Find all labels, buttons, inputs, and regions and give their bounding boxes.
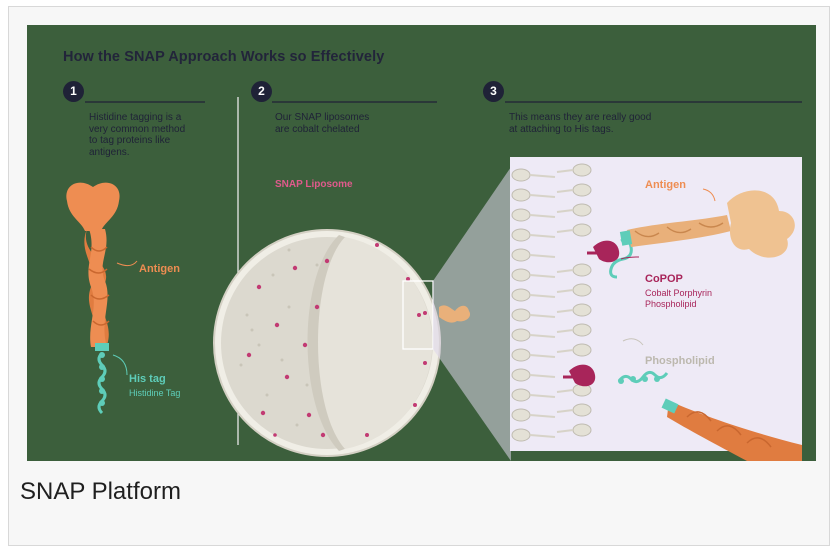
step-2-line: Our SNAP liposomes bbox=[275, 112, 369, 124]
phospholipid-label: Phospholipid bbox=[645, 355, 715, 367]
his-tag-sublabel: Histidine Tag bbox=[129, 388, 180, 398]
snap-infographic: How the SNAP Approach Works so Effective… bbox=[27, 25, 816, 461]
step-1-line: very common method bbox=[89, 124, 185, 136]
step-2-line: are cobalt chelated bbox=[275, 124, 369, 136]
copop-sublabel-2: Phospholipid bbox=[645, 299, 697, 309]
step-1-line: antigens. bbox=[89, 147, 185, 159]
step-2-number: 2 bbox=[251, 81, 272, 102]
step-3-number: 3 bbox=[483, 81, 504, 102]
figure-caption: SNAP Platform bbox=[20, 478, 181, 506]
copop-sublabel-1: Cobalt Porphyrin bbox=[645, 288, 712, 298]
step-1-number: 1 bbox=[63, 81, 84, 102]
antigen-label-left: Antigen bbox=[139, 263, 180, 275]
snap-liposome bbox=[214, 230, 440, 456]
step-3-text: This means they are really good at attac… bbox=[509, 112, 651, 135]
step-1-line: Histidine tagging is a bbox=[89, 112, 185, 124]
step-3-line: at attaching to His tags. bbox=[509, 124, 651, 136]
step-1-text: Histidine tagging is a very common metho… bbox=[89, 112, 185, 158]
antigen-label-right: Antigen bbox=[645, 179, 686, 191]
snap-liposome-label: SNAP Liposome bbox=[275, 179, 353, 190]
step-3-line: This means they are really good bbox=[509, 112, 651, 124]
step-1-line: to tag proteins like bbox=[89, 135, 185, 147]
step-2-text: Our SNAP liposomes are cobalt chelated bbox=[275, 112, 369, 135]
infographic-title: How the SNAP Approach Works so Effective… bbox=[63, 49, 384, 65]
his-tag-label: His tag bbox=[129, 373, 166, 385]
copop-label: CoPOP bbox=[645, 273, 683, 285]
his-tag-left bbox=[99, 352, 105, 413]
antigen-illustration-left bbox=[66, 183, 119, 351]
